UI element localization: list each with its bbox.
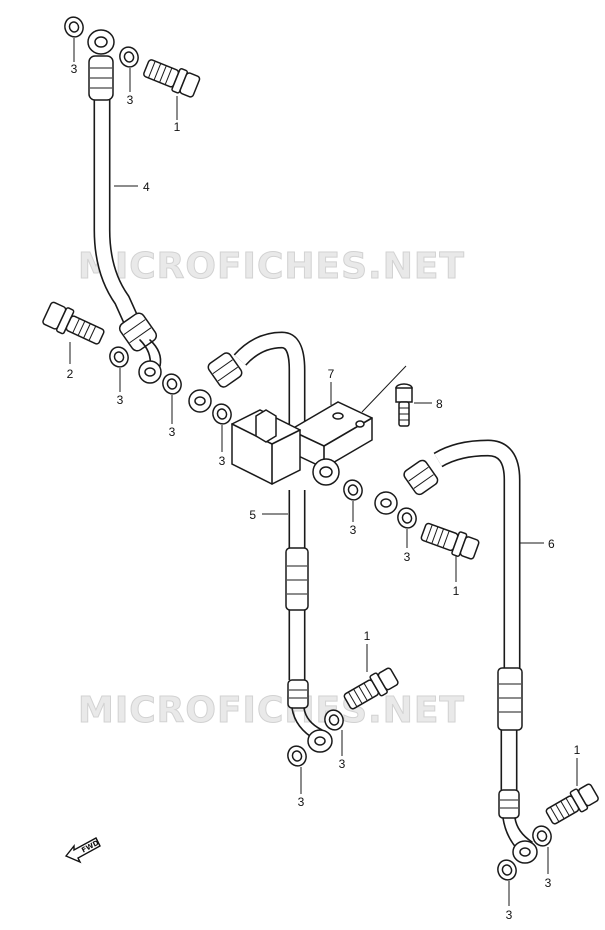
- callout-hose-right: 6: [548, 537, 555, 551]
- watermark-upper: MICROFICHES.NET: [78, 246, 465, 287]
- washers[interactable]: [62, 15, 554, 883]
- callout-bolt-left: 2: [67, 367, 74, 381]
- callout-hose-left: 5: [249, 508, 256, 522]
- callout-bolt-bottom-right: 1: [574, 743, 581, 757]
- fwd-label: FWD: [80, 839, 100, 855]
- union-bolt-mid-right[interactable]: [419, 520, 480, 562]
- union-bolt-mid-left[interactable]: [342, 665, 400, 712]
- callout-bolt-joint: 8: [436, 397, 443, 411]
- callout-washer-center-a: 3: [350, 523, 357, 537]
- joint-bolt[interactable]: [395, 383, 413, 427]
- callout-bolt-mid-right: 1: [453, 584, 460, 598]
- callout-washer-bottom-right-b: 3: [506, 908, 513, 922]
- watermark-lower: MICROFICHES.NET: [78, 690, 465, 731]
- union-bolt-top[interactable]: [142, 56, 201, 98]
- callout-bolt-top: 1: [174, 120, 181, 134]
- leader-lines: [69, 38, 578, 906]
- union-bolt-bottom-right[interactable]: [544, 781, 601, 827]
- union-bolt-left[interactable]: [42, 300, 107, 349]
- forward-direction-arrow-icon: FWD: [64, 837, 101, 864]
- callout-washer-top-left: 3: [71, 62, 78, 76]
- callout-washer-bottom-right-a: 3: [545, 876, 552, 890]
- callout-washer-junction: 3: [219, 454, 226, 468]
- upper-brake-hose[interactable]: [87, 29, 162, 384]
- callout-washer-mid-lower: 3: [339, 757, 346, 771]
- callout-hose-upper: 4: [143, 180, 150, 194]
- callout-bolt-mid-left: 1: [364, 629, 371, 643]
- junction-and-lower-hoses[interactable]: [188, 331, 538, 864]
- callout-washer-left-a: 3: [117, 393, 124, 407]
- callout-washer-top-right: 3: [127, 93, 134, 107]
- callout-joint: 7: [328, 367, 335, 381]
- callout-washer-bottom-left: 3: [298, 795, 305, 809]
- callout-washer-center-b: 3: [404, 550, 411, 564]
- callout-washer-left-b: 3: [169, 425, 176, 439]
